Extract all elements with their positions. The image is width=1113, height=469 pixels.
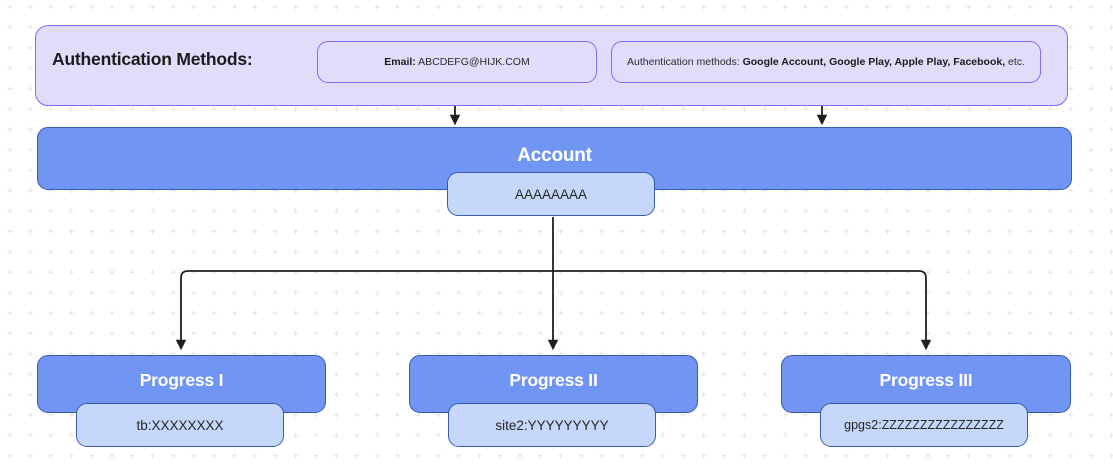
email-pill-rest: ABCDEFG@HIJK.COM: [415, 56, 530, 68]
wire-account-to-progress1: [175, 270, 553, 351]
account-value-box[interactable]: AAAAAAAA: [447, 172, 655, 216]
progress-3-label: Progress III: [879, 370, 973, 390]
email-pill[interactable]: Email: ABCDEFG@HIJK.COM: [317, 41, 597, 83]
account-value: AAAAAAAA: [514, 186, 588, 202]
email-pill-bold: Email:: [384, 56, 416, 68]
methods-pill-text: Authentication methods: Google Account, …: [627, 56, 1025, 68]
authentication-methods-panel: Authentication Methods: Email: ABCDEFG@H…: [35, 25, 1068, 106]
authentication-methods-label: Authentication Methods:: [52, 49, 253, 69]
progress-1-label: Progress I: [139, 370, 224, 390]
progress-3-value-box[interactable]: gpgs2:ZZZZZZZZZZZZZZZZ: [820, 403, 1028, 447]
email-pill-text: Email: ABCDEFG@HIJK.COM: [384, 56, 529, 68]
account-label: Account: [517, 145, 592, 166]
progress-1-value: tb:XXXXXXXX: [136, 417, 224, 433]
progress-3-value: gpgs2:ZZZZZZZZZZZZZZZZ: [844, 418, 1004, 432]
progress-2-label: Progress II: [509, 370, 598, 390]
methods-pill-suffix: etc.: [1005, 56, 1025, 68]
progress-2-value-box[interactable]: site2:YYYYYYYYY: [448, 403, 656, 447]
methods-pill-prefix: Authentication methods:: [627, 56, 743, 68]
progress-2-value: site2:YYYYYYYYY: [495, 417, 609, 433]
methods-pill[interactable]: Authentication methods: Google Account, …: [611, 41, 1041, 83]
wire-account-to-progress3: [553, 270, 932, 351]
progress-1-value-box[interactable]: tb:XXXXXXXX: [76, 403, 284, 447]
methods-pill-bold: Google Account, Google Play, Apple Play,…: [742, 56, 1006, 68]
